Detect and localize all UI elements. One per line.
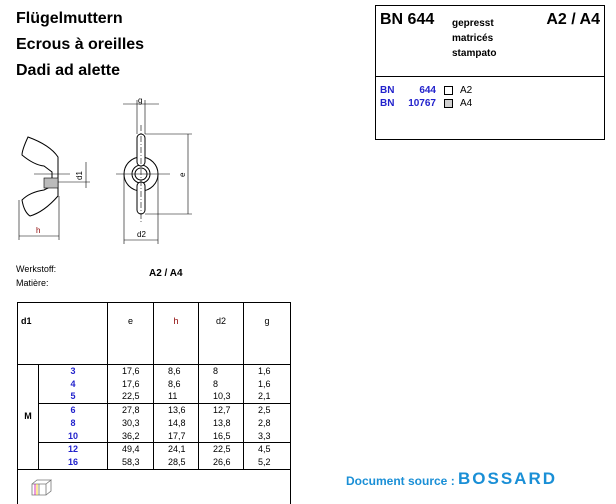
- variant-num: 644: [419, 85, 436, 96]
- value-cell: 1,6: [243, 377, 291, 391]
- header-g: g: [243, 302, 291, 365]
- bossard-logo: BOSSARD: [458, 469, 558, 488]
- process-fr: matricés: [452, 33, 494, 44]
- value-cell: 2,8: [243, 416, 291, 430]
- table-header-row: d1 e h d2 g: [17, 302, 291, 365]
- cad-model-icon[interactable]: [30, 478, 53, 496]
- value-cell: 8: [198, 377, 244, 391]
- value-cell: 8,6: [153, 363, 199, 378]
- value-cell: 4,5: [243, 442, 291, 456]
- value-cell: 26,6: [198, 455, 244, 470]
- material-label-fr: Matière:: [16, 278, 49, 288]
- value-cell: 27,8: [107, 403, 154, 417]
- checkbox-a4[interactable]: [444, 99, 453, 108]
- thread-prefix: M: [17, 364, 39, 470]
- label-d2: d2: [137, 230, 146, 239]
- title-fr: Ecrous à oreilles: [16, 36, 145, 53]
- value-cell: 22,5: [198, 442, 244, 456]
- table-footer-row: [17, 468, 291, 504]
- material-title: A2 / A4: [546, 11, 600, 28]
- value-cell: 22,5: [107, 390, 154, 404]
- material-value: A2 / A4: [149, 268, 183, 279]
- value-cell: 8: [198, 363, 244, 378]
- label-g: g: [138, 96, 142, 105]
- value-cell: 1,6: [243, 363, 291, 378]
- process-it: stampato: [452, 48, 497, 59]
- value-cell: 14,8: [153, 416, 199, 430]
- title-it: Dadi ad alette: [16, 62, 121, 79]
- value-cell: 5,2: [243, 455, 291, 470]
- value-cell: 13,6: [153, 403, 199, 417]
- value-cell: 2,5: [243, 403, 291, 417]
- label-h: h: [36, 226, 40, 235]
- size-cell: 12: [38, 442, 108, 456]
- header-h: h: [153, 302, 199, 365]
- value-cell: 17,6: [107, 377, 154, 391]
- label-e: e: [178, 172, 187, 177]
- value-cell: 8,6: [153, 377, 199, 391]
- process-de: gepresst: [452, 18, 494, 29]
- header-e: e: [107, 302, 154, 365]
- variant-bn: BN: [380, 98, 395, 109]
- size-cell: 5: [38, 390, 108, 404]
- material-labels: Werkstoff: Matière:: [16, 262, 56, 290]
- value-cell: 17,7: [153, 429, 199, 443]
- size-cell: 10: [38, 429, 108, 443]
- value-cell: 58,3: [107, 455, 154, 470]
- header-d2: d2: [198, 302, 244, 365]
- value-cell: 30,3: [107, 416, 154, 430]
- wing-nut-drawing: d1 h g e d2: [18, 96, 192, 244]
- divider: [376, 76, 604, 77]
- size-cell: 6: [38, 403, 108, 417]
- value-cell: 13,8: [198, 416, 244, 430]
- value-cell: 16,5: [198, 429, 244, 443]
- value-cell: 17,6: [107, 363, 154, 378]
- value-cell: 2,1: [243, 390, 291, 404]
- value-cell: 49,4: [107, 442, 154, 456]
- checkbox-a2[interactable]: [444, 86, 453, 95]
- value-cell: 24,1: [153, 442, 199, 456]
- variant-num: 10767: [408, 98, 436, 109]
- material-label-de: Werkstoff:: [16, 264, 57, 274]
- standard-header-box: BN 644 gepresst matricés stampato A2 / A…: [375, 5, 605, 140]
- variant-mat: A4: [460, 98, 473, 109]
- size-cell: 16: [38, 455, 108, 470]
- size-cell: 4: [38, 377, 108, 391]
- value-cell: 11: [153, 390, 199, 404]
- size-cell: 3: [38, 363, 108, 378]
- value-cell: 36,2: [107, 429, 154, 443]
- value-cell: 3,3: [243, 429, 291, 443]
- header-d1: d1: [17, 302, 108, 365]
- standard-number: BN 644: [380, 11, 435, 28]
- variant-mat: A2: [460, 85, 473, 96]
- value-cell: 10,3: [198, 390, 244, 404]
- variant-bn: BN: [380, 85, 395, 96]
- title-de: Flügelmuttern: [16, 10, 123, 27]
- size-cell: 8: [38, 416, 108, 430]
- value-cell: 28,5: [153, 455, 199, 470]
- process-list: gepresst matricés stampato: [452, 16, 496, 61]
- label-d1: d1: [75, 171, 84, 180]
- document-source-label: Document source :: [346, 474, 455, 488]
- value-cell: 12,7: [198, 403, 244, 417]
